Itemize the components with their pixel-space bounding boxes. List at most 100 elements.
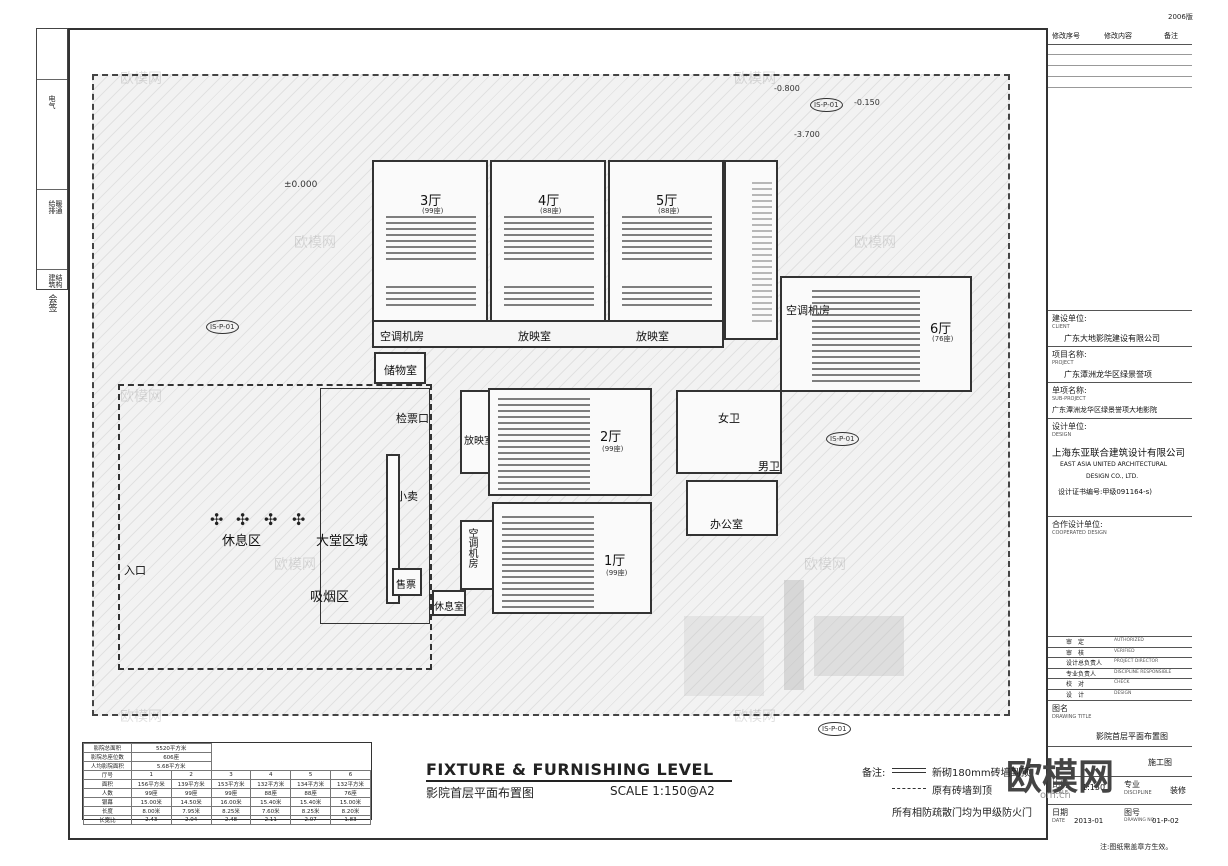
stair-corridor [724,160,778,340]
client-row: 建设单位: CLIENT 广东大地影院建设有限公司 [1048,310,1192,346]
lounge-chair-icon: ✣ [292,510,306,529]
heading-underline [426,780,732,782]
strip-hvac: 暖通 [51,189,67,224]
strip-electrical: 电气 [37,79,67,124]
stats-cell: 153平方米 [210,779,252,789]
drawing-title-value: 影院首层平面布置图 [1096,732,1168,741]
hall-1-room: 1厅 (99座) [492,502,652,614]
discipline-key-en: DISCIPLINE [1124,790,1152,796]
date-row: 日期 DATE 2013-01 图号 DRAWING NO. 01-P-02 [1048,804,1192,832]
projection-room-label: 放映室 [464,436,494,447]
drawing-scale: SCALE 1:150@A2 [610,784,715,798]
stats-cell: 15.40米 [290,797,332,807]
stats-cell: 2.48 [210,815,252,825]
project-key: 项目名称: [1052,350,1087,359]
hall-3-room: 3厅 (99座) [372,160,488,342]
stats-cell: 139平方米 [170,779,212,789]
legend-new-wall-symbol [892,768,926,773]
scale-value: 1:150 [1082,783,1106,792]
stats-cell: 5.68平方米 [130,761,212,771]
subproject-value: 广东潭洲龙华区绿景誉项大地影院 [1052,406,1157,414]
stats-cell: 8.20米 [330,806,371,816]
stats-cell: 人数 [83,788,132,798]
stats-cell: 8.25米 [210,806,252,816]
drawing-title-row: 图名 DRAWING TITLE 影院首层平面布置图 [1048,700,1192,746]
callout-marker: IS-P-01 [818,722,851,736]
legend-key: 备注: [862,768,886,779]
role-name: 审 定 [1066,639,1085,646]
office-label: 办公室 [710,518,743,531]
design-value: 上海东亚联合建筑设计有限公司 [1052,448,1186,459]
drawing-heading: FIXTURE & FURNISHING LEVEL [426,760,714,779]
level-mark: -0.150 [854,98,880,107]
stats-cell: 1.83 [330,815,371,825]
role-name-en: PROJECT DIRECTOR [1114,659,1159,665]
stats-cell: 99座 [210,788,252,798]
hall-6-room: 空调机房 6厅 (76座) [780,276,972,392]
male-wc-label: 男卫 [758,460,780,473]
legend-item: 新砌180mm砖墙到顶 [932,768,1031,779]
stats-empty [331,762,371,771]
stats-cell: 8.25米 [290,806,332,816]
ticket-label: 售票 [396,580,416,591]
discipline-key: 专业 [1124,780,1140,789]
role-name: 审 核 [1066,649,1085,657]
watermark: 欧模网 [120,71,162,87]
project-value: 广东潭洲龙华区绿景誉项 [1064,370,1152,379]
rest-room-label: 休息室 [434,602,464,613]
phase-row: 施工图 [1048,746,1192,776]
stats-cell: 132平方米 [250,779,292,789]
strip-countersign: 会签 [46,294,57,312]
legend-existing-wall-symbol [892,788,926,789]
ac-room-3: 空调机房 [460,520,494,590]
role-name: 专业负责人 [1066,670,1097,678]
design-key-en: DESIGN [1052,432,1072,438]
stats-cell: 人均影院面积 [83,761,132,771]
callout-marker: IS-P-01 [826,432,859,446]
stats-header-cell: 3 [210,770,252,780]
level-mark: -3.700 [794,130,820,139]
scale-row: 比例 SCALE 1:150 专业 DISCIPLINE 装修 [1048,776,1192,804]
seating-rows [504,284,594,306]
stats-cell: 8.00米 [130,806,172,816]
legend-item: 原有砖墙到顶 [932,786,992,797]
coop-row: 合作设计单位: COOPERATED DESIGN [1048,516,1192,636]
countersign-strip: 电气 给排 暖通 建筑 结构 会签 [36,28,68,312]
stats-cell: 长宽比 [83,815,132,825]
scale-key-en: SCALE [1052,790,1069,796]
design-value-en: DESIGN CO., LTD. [1086,473,1139,480]
stats-empty [211,762,251,771]
coop-key: 合作设计单位: [1052,520,1103,529]
stats-empty [331,744,371,753]
design-certificate: 设计证书编号:甲级091164-s) [1058,488,1152,496]
role-name-en: AUTHORIZED [1114,638,1144,643]
hall-5-capacity: (88座) [658,207,680,215]
watermark-logo: 欧模网 [1006,757,1115,798]
hall-5-room: 5厅 (88座) [608,160,724,342]
coop-key-en: COOPERATED DESIGN [1052,530,1107,536]
revision-header: 修改序号 修改内容 备注 [1048,28,1192,44]
toilet-block: 女卫 男卫 [676,390,782,474]
stats-cell: 606座 [130,752,212,762]
watermark: 欧模网 [120,709,162,725]
hall-4-room: 4厅 (88座) [490,160,606,342]
stats-empty [291,744,331,753]
stats-header-cell: 2 [170,770,212,780]
seating-rows [502,512,594,608]
projection-room-label: 放映室 [636,330,669,343]
stats-cell: 15.40米 [250,797,292,807]
date-key-en: DATE [1052,818,1066,824]
edition-label: 2006版 [1168,13,1193,21]
role-name-en: DESIGN [1114,691,1132,696]
drawing-no-value: 01-P-02 [1152,817,1179,825]
watermark: 欧模网 [734,71,776,87]
footnote: 注:图纸需盖章方生效。 [1100,843,1173,851]
subproject-row: 单项名称: SUB-PROJECT 广东潭洲龙华区绿景誉项大地影院 [1048,382,1192,418]
